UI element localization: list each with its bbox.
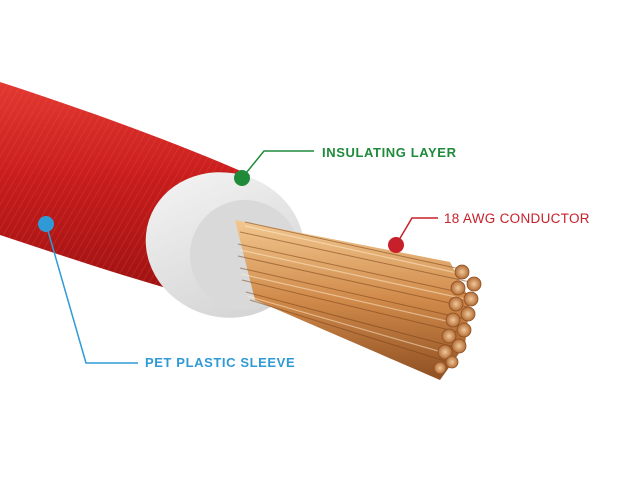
sleeve-label: PET PLASTIC SLEEVE xyxy=(145,355,295,370)
insulating-layer-marker xyxy=(234,170,250,186)
conductor-marker xyxy=(388,237,404,253)
insulating-layer-callout xyxy=(234,151,314,186)
insulating-layer-label: INSULATING LAYER xyxy=(322,145,457,160)
conductor-label: 18 AWG CONDUCTOR xyxy=(444,211,590,226)
conductor-callout xyxy=(388,218,438,253)
sleeve-marker xyxy=(38,216,54,232)
